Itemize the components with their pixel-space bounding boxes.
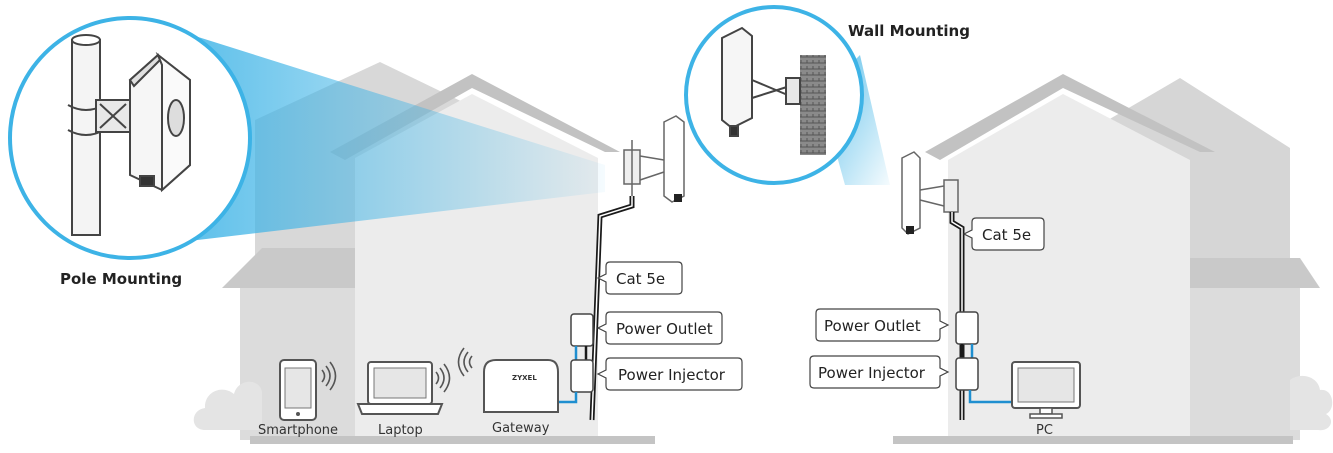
pc-monitor-icon <box>1011 361 1081 419</box>
right-ground <box>893 436 1293 444</box>
smartphone-label: Smartphone <box>258 423 338 438</box>
cat5e-label-right: Cat 5e <box>982 226 1031 244</box>
right-power-injector-device <box>955 357 979 391</box>
laptop-label: Laptop <box>378 423 423 438</box>
left-power-injector-device <box>570 359 594 393</box>
callout-power-injector-left: Power Injector <box>596 357 743 391</box>
right-antenna-icon <box>901 151 959 235</box>
left-side-house-roof <box>222 248 396 288</box>
wall-mount-detail <box>684 5 864 185</box>
right-cloud <box>1290 375 1333 431</box>
gateway-label: Gateway <box>492 421 550 436</box>
right-main-house <box>948 94 1190 440</box>
power-outlet-label-right: Power Outlet <box>824 317 921 335</box>
power-outlet-label-left: Power Outlet <box>616 320 713 338</box>
callout-cat5e-left: Cat 5e <box>596 261 683 295</box>
wifi-waves-icon <box>457 347 473 377</box>
left-ethernet-to-gateway <box>556 392 578 404</box>
laptop-icon <box>356 361 444 415</box>
wall-mount-circle <box>684 5 864 185</box>
callout-power-outlet-right: Power Outlet <box>815 308 950 342</box>
right-main-roof <box>925 74 1215 160</box>
wifi-waves-icon <box>435 363 451 393</box>
pc-label: PC <box>1036 423 1053 438</box>
left-ground <box>250 436 655 444</box>
pole-mount-spotlight-beam <box>155 25 605 245</box>
wall-mounting-label: Wall Mounting <box>848 22 970 40</box>
smartphone-icon <box>279 359 317 421</box>
power-injector-label-right: Power Injector <box>818 364 926 382</box>
cat5e-label-left: Cat 5e <box>616 270 665 288</box>
callout-power-outlet-left: Power Outlet <box>596 311 723 345</box>
wifi-waves-icon <box>321 361 337 391</box>
right-power-outlet-device <box>955 311 979 345</box>
callout-power-injector-right: Power Injector <box>809 355 950 389</box>
pole-mounting-label: Pole Mounting <box>60 270 182 288</box>
left-power-outlet-device <box>570 313 594 347</box>
right-building <box>893 74 1333 444</box>
left-cloud <box>193 381 262 430</box>
gateway-icon: ZYXEL <box>483 359 559 413</box>
pole-mount-icon <box>67 34 191 236</box>
left-antenna-icon <box>623 115 685 203</box>
right-ethernet-to-pc <box>968 390 1020 404</box>
power-injector-label-left: Power Injector <box>618 366 726 384</box>
wall-mount-icon <box>721 26 826 155</box>
callout-cat5e-right: Cat 5e <box>962 217 1045 251</box>
gateway-brand-logo: ZYXEL <box>512 374 537 382</box>
right-side-house-roof <box>1150 258 1320 288</box>
pole-mount-detail <box>8 16 252 260</box>
